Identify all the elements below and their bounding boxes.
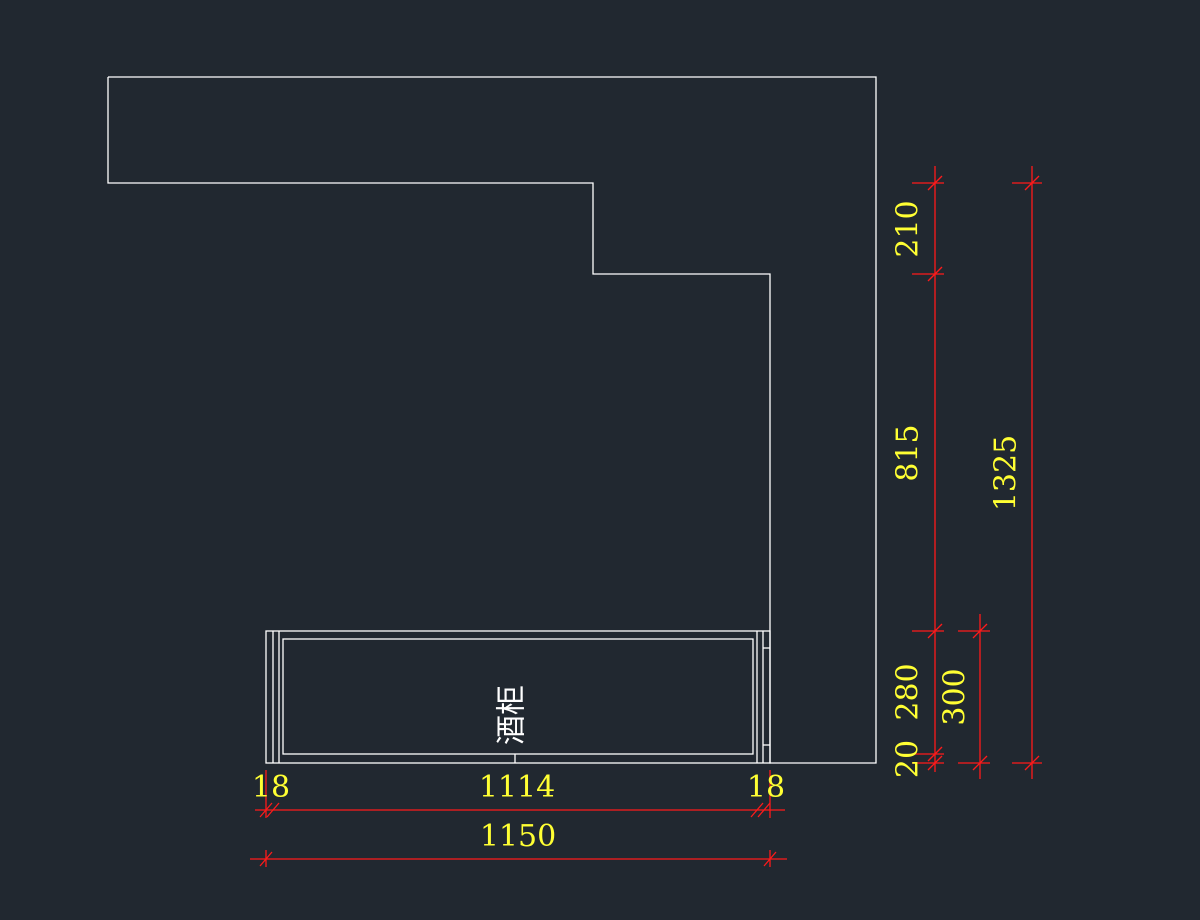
dim-total-width: 1150 (480, 819, 556, 854)
cabinet-label: 酒柜 (495, 685, 530, 745)
tick-mark (259, 802, 273, 818)
tick-mark (972, 755, 988, 771)
dim-inner-width: 1114 (479, 770, 555, 805)
tick-mark (757, 802, 771, 818)
width-dimension-total: 1150 (250, 819, 787, 867)
tick-mark (763, 851, 777, 867)
tick-mark (927, 755, 943, 771)
dim-height-cabinet-total: 300 (938, 668, 973, 725)
dim-height-total: 1325 (989, 435, 1024, 511)
height-dimension-total: 1325 (989, 166, 1042, 779)
dim-height-cabinet: 280 (891, 663, 926, 720)
cabinet-inner (282, 638, 754, 755)
tick-mark (259, 851, 273, 867)
tick-mark (1024, 175, 1040, 191)
tick-mark (927, 623, 943, 639)
tick-mark (927, 266, 943, 282)
tick-mark (927, 175, 943, 191)
width-dimension-chain: 18 1114 18 (252, 770, 785, 818)
height-dimension-chain: 210 815 280 20 (891, 166, 944, 778)
dim-left-panel: 18 (252, 770, 290, 805)
dim-height-top: 210 (891, 200, 926, 257)
tick-mark (972, 623, 988, 639)
tick-mark (750, 802, 764, 818)
height-dimension-cabinet: 300 (938, 614, 990, 779)
tick-mark (927, 746, 943, 762)
room-outline (107, 76, 877, 764)
cabinet-outer (265, 630, 771, 764)
dim-height-base: 20 (891, 740, 926, 778)
tick-mark (266, 802, 280, 818)
dim-height-middle: 815 (891, 424, 926, 481)
dim-right-panel: 18 (747, 770, 785, 805)
wine-cabinet: 酒柜 (265, 630, 771, 764)
tick-mark (1024, 755, 1040, 771)
